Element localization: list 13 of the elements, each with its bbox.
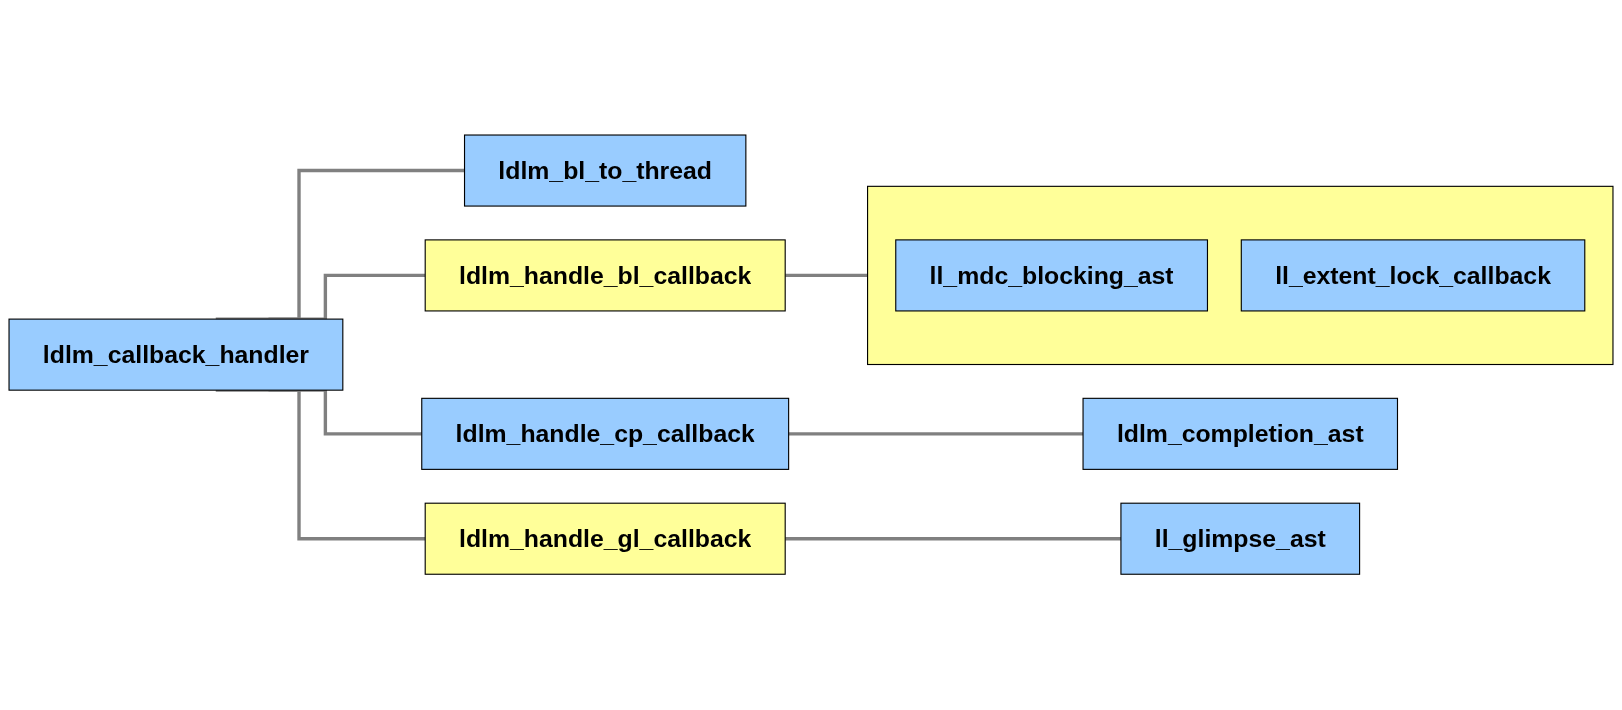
node-box: ldlm_handle_bl_callback bbox=[424, 239, 786, 312]
node-box: ldlm_handle_gl_callback bbox=[424, 503, 786, 576]
node-box: ll_glimpse_ast bbox=[1120, 503, 1361, 576]
node-box: ldlm_bl_to_thread bbox=[463, 134, 747, 207]
connector bbox=[785, 537, 1121, 541]
connector bbox=[785, 274, 868, 278]
node-box: ll_extent_lock_callback bbox=[1240, 239, 1586, 312]
node-box: ll_mdc_blocking_ast bbox=[895, 239, 1209, 312]
node-box: ldlm_handle_cp_callback bbox=[421, 398, 790, 471]
node-box: ldlm_completion_ast bbox=[1082, 398, 1399, 471]
cluster bbox=[867, 186, 1614, 366]
connector bbox=[788, 432, 1084, 436]
node-box: ldlm_callback_handler bbox=[8, 318, 344, 392]
